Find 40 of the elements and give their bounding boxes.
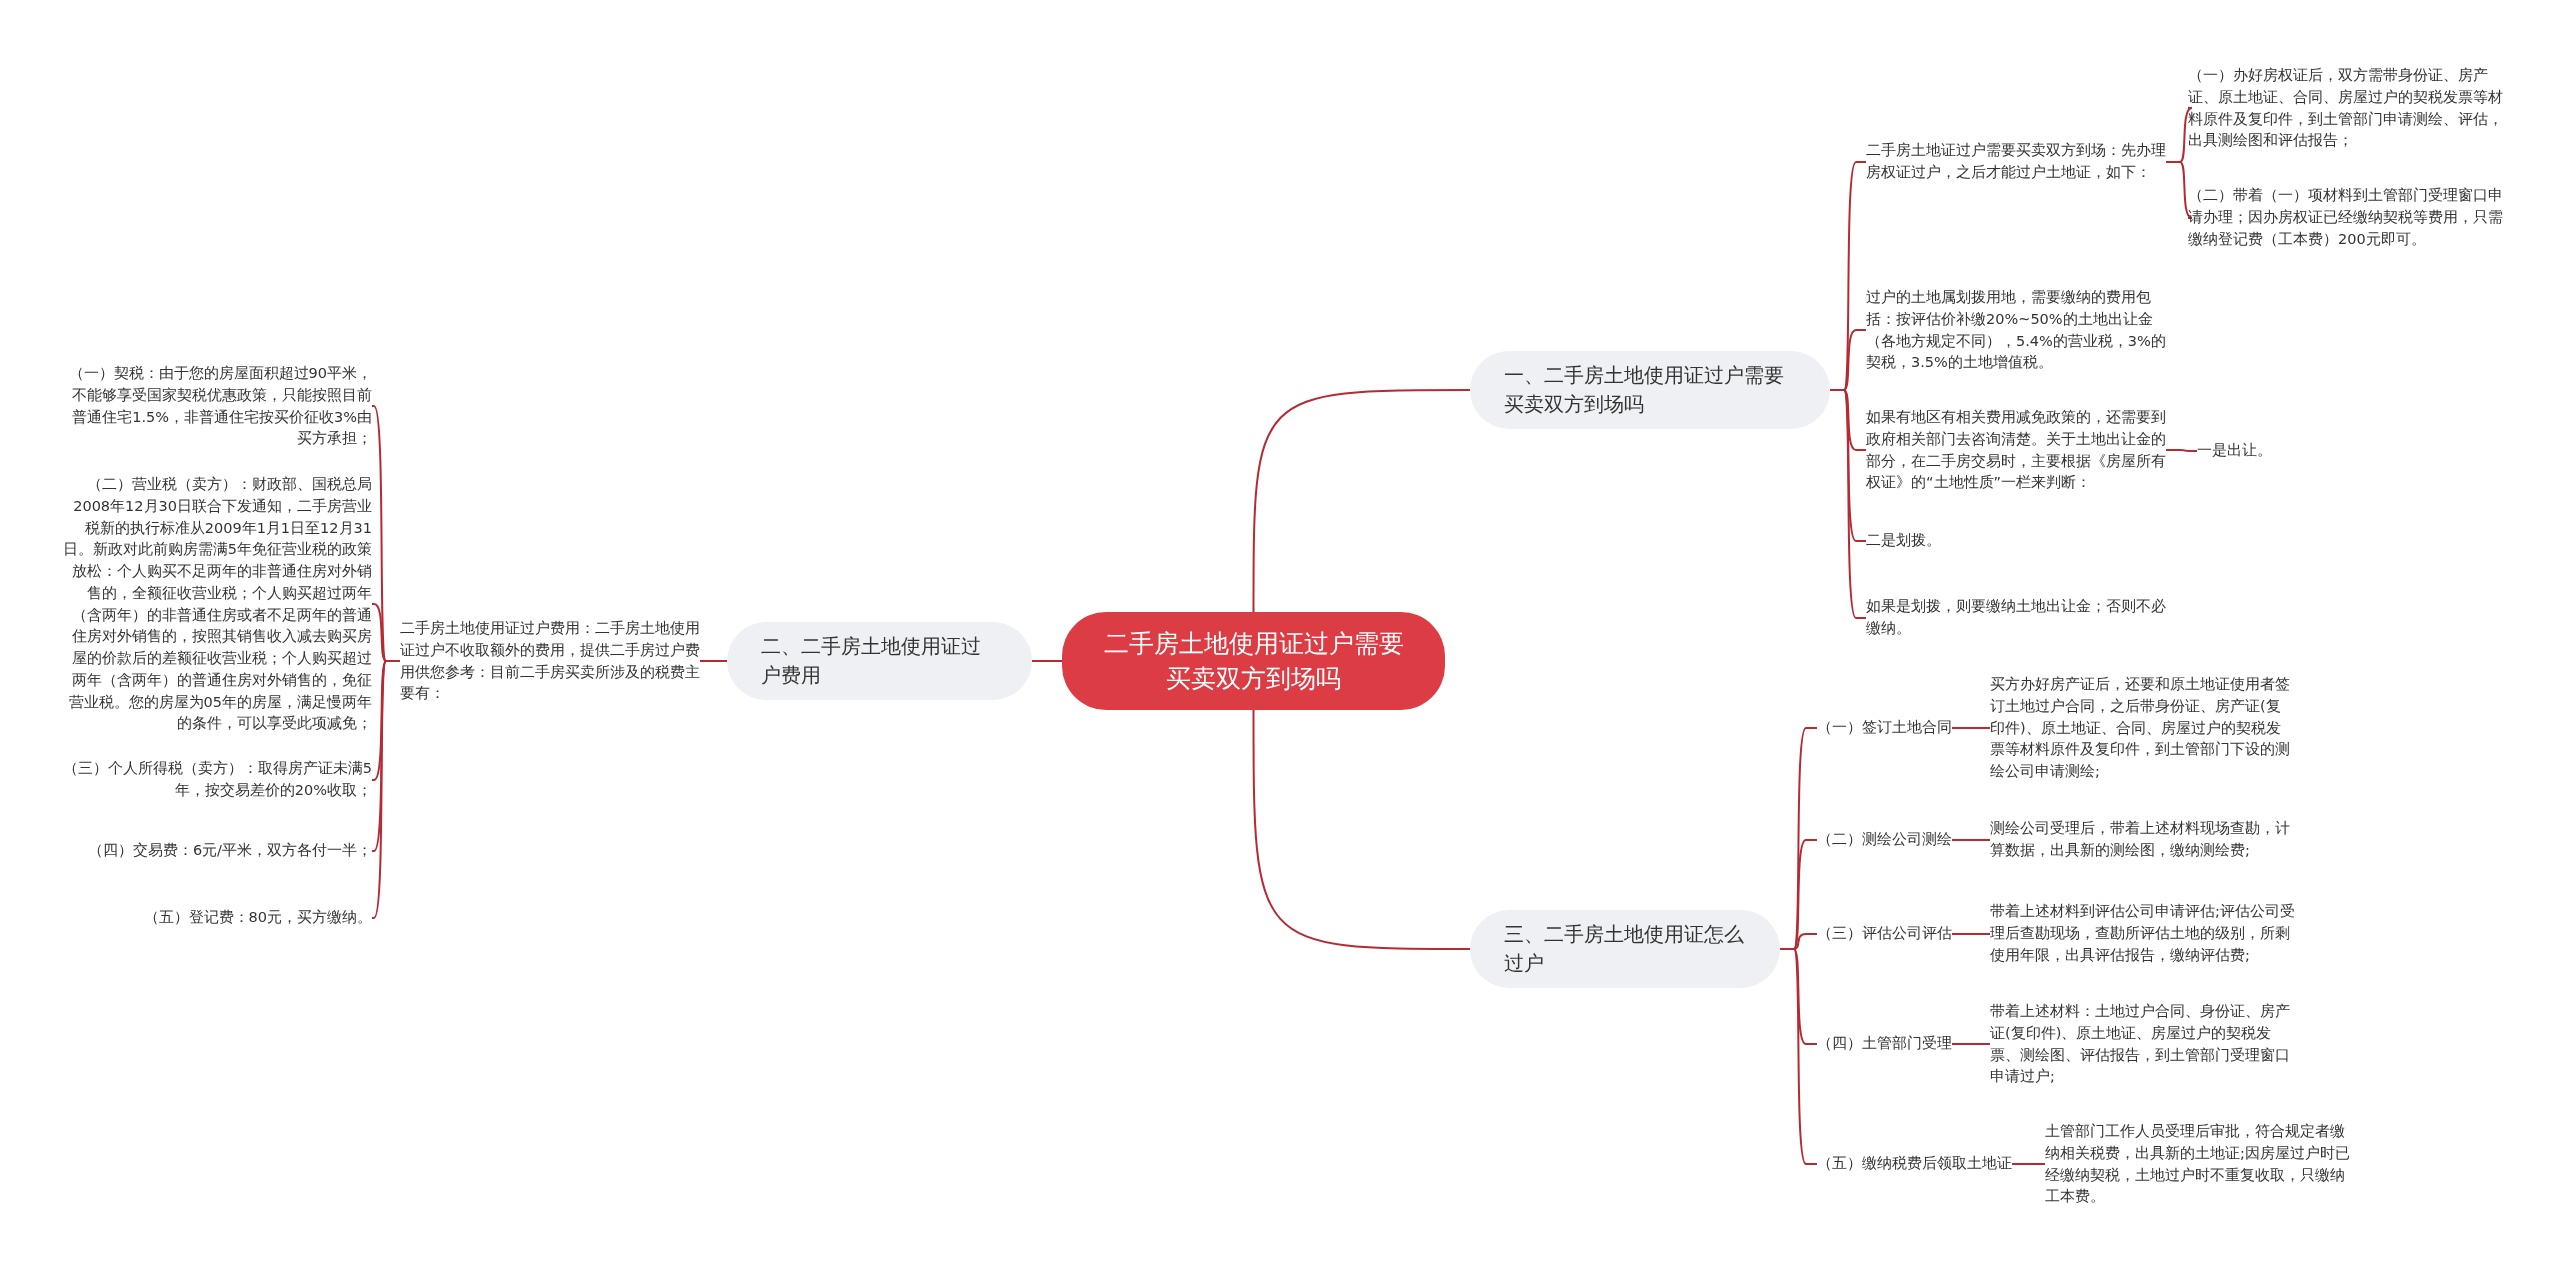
branch-box: 二、二手房土地使用证过户费用 — [727, 622, 1032, 700]
connector-line — [1031, 660, 1063, 662]
note-text: （四）交易费：6元/平米，双方各付一半； — [62, 840, 372, 862]
step-text: （四）土管部门受理 — [1817, 1033, 1952, 1055]
branch-box: 三、二手房土地使用证怎么过户 — [1470, 910, 1780, 988]
note-text: 买方办好房产证后，还要和原土地证使用者签订土地过户合同，之后带身份证、房产证(复印件)、原土地证、合同、房屋过户的契税发票等材料原件及复印件，到土管部门下设的测绘公司申请测绘; — [1990, 673, 2295, 783]
connector-line — [1951, 839, 1991, 841]
central-topic-box: 二手房土地使用证过户需要买卖双方到场吗 — [1062, 612, 1445, 710]
note-text: 如果有地区有相关费用减免政策的，还需要到政府相关部门去咨询清楚。关于土地出让金的部分，在二手房交易时，主要根据《房屋所有权证》的“土地性质”一栏来判断： — [1866, 406, 2166, 494]
connector-line — [1252, 709, 1471, 950]
branch-box: 一、二手房土地使用证过户需要买卖双方到场吗 — [1470, 351, 1830, 429]
note-text: 带着上述材料：土地过户合同、身份证、房产证(复印件)、原土地证、房屋过户的契税发票、测绘图、评估报告，到土管部门受理窗口申请过户; — [1990, 1000, 2295, 1088]
connector-line — [1951, 933, 1991, 935]
connector-line — [2165, 449, 2198, 452]
note-text: （一）办好房权证后，双方需带身份证、房产证、原土地证、合同、房屋过户的契税发票等材料原件及复印件，到土管部门申请测绘、评估，出具测绘图和评估报告； — [2188, 64, 2510, 152]
note-text: （三）个人所得税（卖方）：取得房产证未满5年，按交易差价的20%收取； — [62, 758, 372, 802]
note-text: 测绘公司受理后，带着上述材料现场查勘，计算数据，出具新的测绘图，缴纳测绘费; — [1990, 818, 2295, 862]
note-text: （二）营业税（卖方）：财政部、国税总局2008年12月30日联合下发通知，二手房营业税新的执行标准从2009年1月1日至12月31日。新政对此前购房需满5年免征营业税的政策放松：个人购买不足两年的非普通住房对外销售的，全额征收营业税；个人购买超过两年（含两年）的非普通住房或者不足两年的普通住房对外销售的，按照其销售收入减去购买房屋的价款后的差额征收营业税；个人购买超过两年（含两年）的普通住房对外销售的，免征营业税。您的房屋为05年的房屋，满足慢两年的条件，可以享受此项减免； — [62, 473, 372, 735]
step-text: （五）缴纳税费后领取土地证 — [1817, 1153, 2012, 1175]
note-text: （五）登记费：80元，买方缴纳。 — [62, 907, 372, 929]
connector-line — [371, 660, 401, 919]
connector-line — [1252, 389, 1471, 613]
note-text: 一是出让。 — [2197, 440, 2287, 462]
note-text: 二手房土地使用证过户费用：二手房土地使用证过户不收取额外的费用，提供二手房过户费用供您参考：目前二手房买卖所涉及的税费主要有： — [400, 617, 700, 705]
connector-line — [1951, 1043, 1991, 1045]
note-text: 土管部门工作人员受理后审批，符合规定者缴纳相关税费，出具新的土地证;因房屋过户时已经缴纳契税，土地过户时不重复收取，只缴纳工本费。 — [2045, 1120, 2355, 1208]
connector-line — [2011, 1163, 2046, 1165]
connector-line — [699, 660, 728, 662]
note-text: （二）带着（一）项材料到土管部门受理窗口申请办理；因办房权证已经缴纳契税等费用，只需缴纳登记费（工本费）200元即可。 — [2188, 185, 2510, 251]
step-text: （三）评估公司评估 — [1817, 923, 1952, 945]
note-text: 带着上述材料到评估公司申请评估;评估公司受理后查勘现场，查勘所评估土地的级别，所剩使用年限，出具评估报告，缴纳评估费; — [1990, 901, 2295, 967]
connector-line — [2165, 161, 2193, 219]
note-text: 二手房土地证过户需要买卖双方到场：先办理房权证过户，之后才能过户土地证，如下： — [1866, 140, 2166, 184]
step-text: （二）测绘公司测绘 — [1817, 829, 1952, 851]
note-text: 二是划拨。 — [1866, 530, 1986, 552]
note-text: 如果是划拨，则要缴纳土地出让金；否则不必缴纳。 — [1866, 596, 2166, 640]
connector-line — [1951, 727, 1991, 729]
note-text: 过户的土地属划拨用地，需要缴纳的费用包括：按评估价补缴20%~50%的土地出让金（各地方规定不同），5.4%的营业税，3%的契税，3.5%的土地增值税。 — [1866, 286, 2166, 374]
note-text: （一）契税：由于您的房屋面积超过90平米，不能够享受国家契税优惠政策，只能按照目前普通住宅1.5%，非普通住宅按买价征收3%由买方承担； — [62, 362, 372, 450]
step-text: （一）签订土地合同 — [1817, 717, 1952, 739]
